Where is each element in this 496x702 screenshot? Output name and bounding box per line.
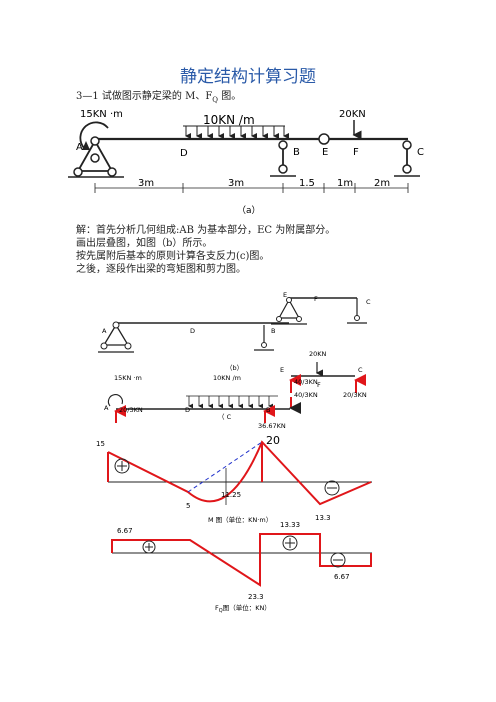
svg-text:C: C: [366, 298, 371, 306]
solution-line-4: 之後，逐段作出梁的弯矩图和剪力图。: [76, 264, 246, 275]
svg-text:M 图（单位：KN·m）: M 图（单位：KN·m）: [208, 515, 272, 524]
label-A: A: [76, 142, 83, 153]
solution-line-3: 按先属附后基本的原则计算各支反力(c)图。: [76, 251, 270, 262]
plus-icon-3: [282, 535, 298, 551]
plus-icon: [114, 458, 130, 474]
moment-chord: [187, 441, 263, 493]
svg-text:40/3KN: 40/3KN: [294, 391, 318, 399]
svg-text:B: B: [271, 327, 275, 335]
svg-text:6.67: 6.67: [334, 573, 350, 581]
dim-1: 3m: [138, 178, 154, 189]
svg-text:13.33: 13.33: [280, 521, 300, 529]
moment-arc-icon: [79, 121, 109, 149]
svg-text:20/3KN: 20/3KN: [343, 391, 367, 399]
solution-line-2: 画出层叠图，如图（b）所示。: [76, 238, 213, 249]
label-F: F: [353, 147, 359, 158]
figure-c: 20KN E F C 15KN ·m 10KN /m A D B 40/3KN …: [104, 350, 367, 430]
svg-text:10KN /m: 10KN /m: [213, 374, 241, 382]
svg-text:F: F: [317, 381, 321, 389]
svg-text:15KN ·m: 15KN ·m: [114, 374, 142, 382]
figure-b: E F C A D B （b）: [98, 291, 371, 372]
svg-text:13.3: 13.3: [315, 514, 331, 522]
dim-2: 3m: [228, 178, 244, 189]
svg-text:20: 20: [266, 434, 280, 447]
label-D: D: [180, 148, 188, 159]
hinge-e-icon: [318, 133, 330, 145]
shear-diagram: 6.67 13.33 23.3 6.67 FQ图（单位：KN）: [111, 521, 372, 614]
label-B: B: [293, 147, 300, 158]
page-title: 静定结构计算习题: [180, 67, 316, 87]
dim-3: 1.5: [299, 178, 315, 189]
plus-icon-2: [142, 540, 156, 554]
label-E: E: [322, 147, 328, 158]
svg-text:C: C: [358, 366, 363, 374]
svg-text:（b）: （b）: [226, 364, 243, 372]
figure-a: 15KN ·m 10KN /m 20KN A D B E F C 3m 3m 1…: [68, 109, 424, 216]
minus-icon-2: [330, 552, 346, 568]
dist-load-label: 10KN /m: [203, 113, 255, 127]
svg-text:E: E: [280, 366, 284, 374]
moment-load-label: 15KN ·m: [80, 109, 123, 120]
svg-text:A: A: [104, 404, 109, 412]
moment-diagram: 15 20 11.25 5 13.3 M 图（单位：KN·m）: [96, 434, 372, 524]
svg-text:15: 15: [96, 440, 105, 448]
svg-text:20KN: 20KN: [309, 350, 327, 358]
svg-text:20/3KN: 20/3KN: [119, 406, 143, 414]
svg-text:40/3KN: 40/3KN: [294, 378, 318, 386]
svg-text:（ C: （ C: [218, 413, 232, 421]
svg-text:36.67KN: 36.67KN: [258, 422, 286, 430]
svg-text:23.3: 23.3: [248, 593, 264, 601]
svg-text:11.25: 11.25: [221, 491, 241, 499]
shear-curve: [111, 533, 372, 587]
caption-a: （a）: [237, 205, 261, 216]
question-text: 3—1 试做图示静定梁的 M、FQ 图。: [76, 91, 242, 104]
minus-icon: [324, 480, 340, 496]
svg-text:E: E: [283, 291, 287, 299]
dim-4: 1m: [337, 178, 353, 189]
dim-5: 2m: [374, 178, 390, 189]
svg-text:B: B: [266, 406, 270, 414]
svg-text:D: D: [185, 406, 190, 414]
svg-text:6.67: 6.67: [117, 527, 133, 535]
svg-text:D: D: [190, 327, 195, 335]
svg-text:A: A: [102, 327, 107, 335]
svg-text:FQ图（单位：KN）: FQ图（单位：KN）: [215, 603, 271, 614]
svg-text:F: F: [314, 295, 318, 303]
svg-text:5: 5: [186, 502, 190, 510]
point-load-label: 20KN: [339, 109, 366, 120]
solution-line-1: 解：首先分析几何组成:AB 为基本部分，EC 为附属部分。: [76, 225, 336, 236]
label-C: C: [417, 147, 424, 158]
